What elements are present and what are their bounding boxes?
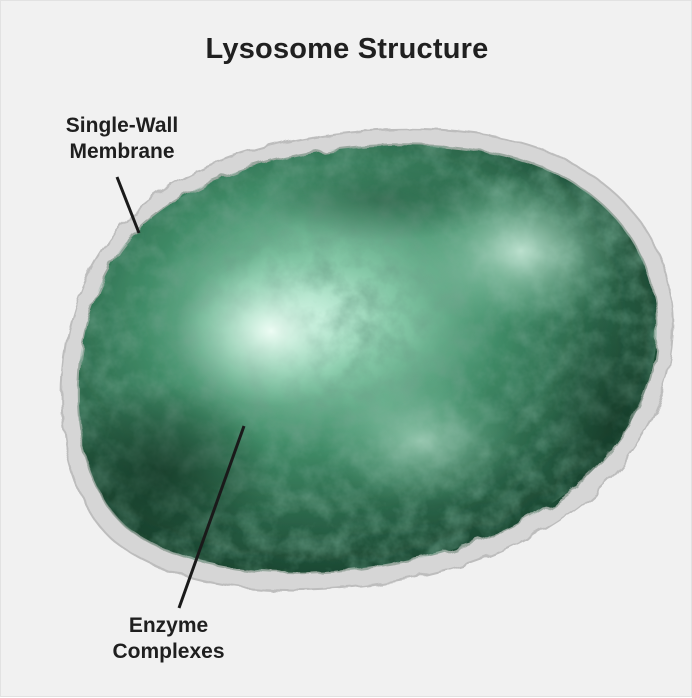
label-enzyme-line-1: Enzyme — [76, 613, 261, 639]
label-membrane-line-2: Membrane — [37, 139, 207, 165]
label-enzyme-complexes: Enzyme Complexes — [76, 613, 261, 665]
label-single-wall-membrane: Single-Wall Membrane — [37, 113, 207, 165]
label-membrane-line-1: Single-Wall — [37, 113, 207, 139]
diagram-title: Lysosome Structure — [1, 33, 692, 66]
label-enzyme-line-2: Complexes — [76, 639, 261, 665]
